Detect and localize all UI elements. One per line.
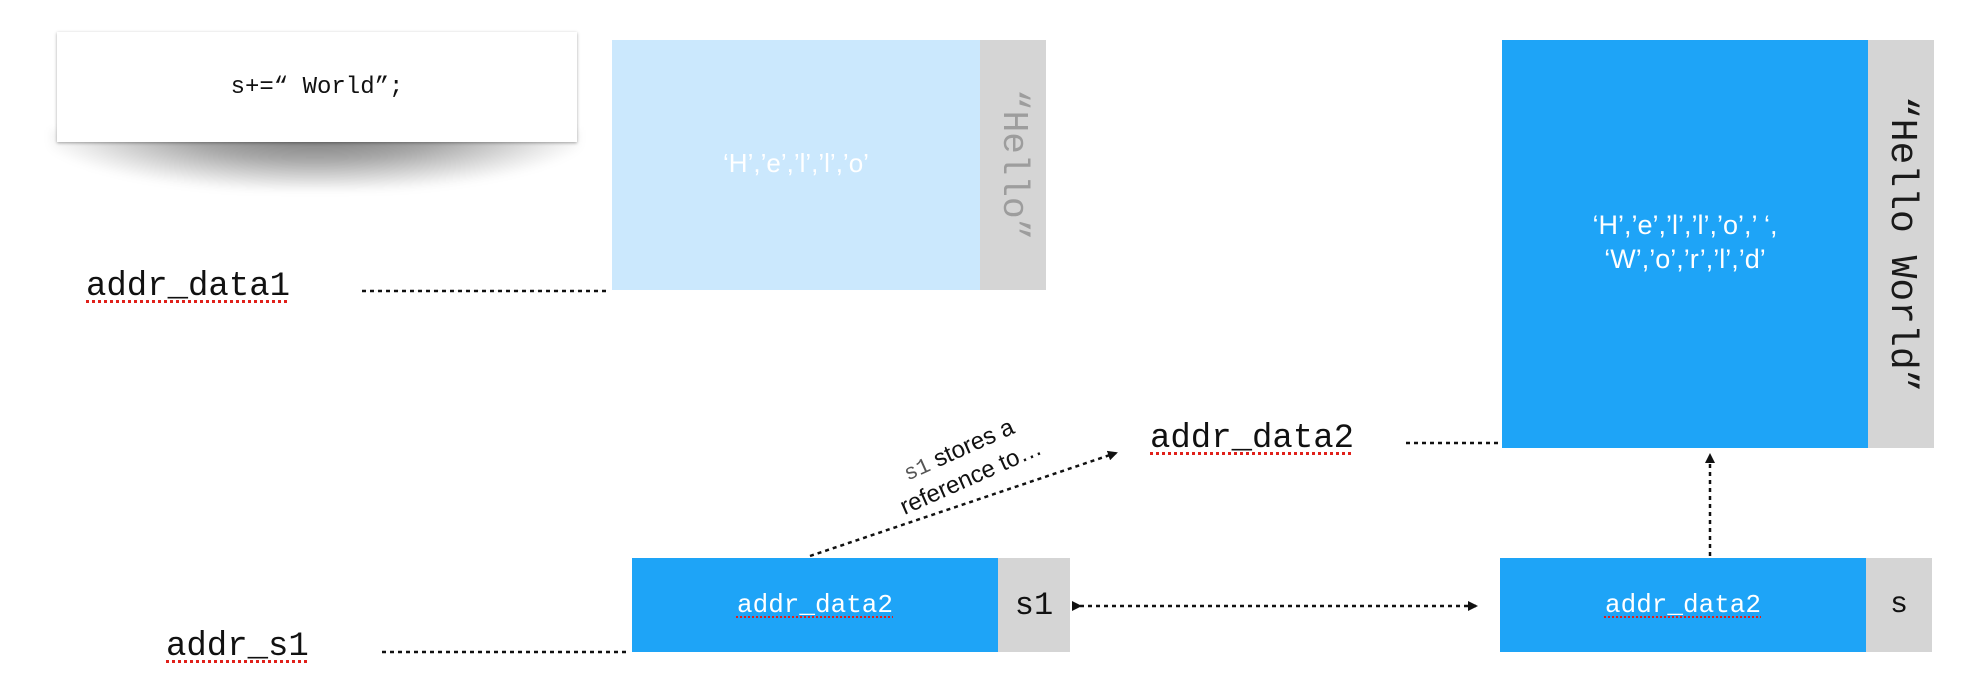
s1-tab: s1 <box>998 558 1070 652</box>
s1-name: s1 <box>1014 586 1054 624</box>
addr-data1-label: addr_data1 <box>86 268 291 306</box>
hello-world-chars: ‘H’,’e’,’l’,’l’,’o’,’ ‘, ‘W’,’o’,’r’,’l’… <box>1502 208 1868 276</box>
s-name: s <box>1889 588 1908 622</box>
s-memory-block: addr_data2 <box>1500 558 1866 652</box>
s1-memory-block: addr_data2 <box>632 558 998 652</box>
hello-world-memory-block <box>1502 40 1868 448</box>
addr-s1-label: addr_s1 <box>166 628 309 666</box>
code-card: s+=“ World”; <box>57 32 577 142</box>
addr-data2-label: addr_data2 <box>1150 420 1355 458</box>
hello-world-chars-line1: ‘H’,’e’,’l’,’l’,’o’,’ ‘, <box>1592 210 1778 240</box>
hello-string-label: “Hello” <box>993 89 1034 241</box>
hello-world-chars-line2: ‘W’,’o’,’r’,’l’,’d’ <box>1604 244 1766 274</box>
s-value: addr_data2 <box>1604 590 1762 620</box>
hello-world-string-label: “Hello World” <box>1880 95 1923 393</box>
s-tab: s <box>1866 558 1932 652</box>
s1-value: addr_data2 <box>736 590 894 620</box>
code-text: s+=“ World”; <box>230 73 404 101</box>
hello-chars: ‘H’,’e’,’l’,’l’,’o’ <box>723 148 869 178</box>
hello-memory-block <box>612 40 980 290</box>
hello-world-tab <box>1868 40 1934 448</box>
hello-tab <box>980 40 1046 290</box>
reference-arrow <box>809 450 1118 558</box>
